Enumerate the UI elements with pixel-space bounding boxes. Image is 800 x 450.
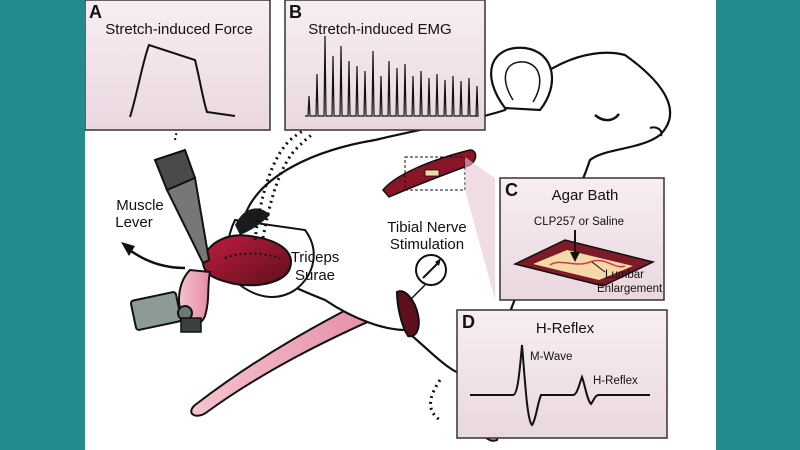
- panel-a-title: Stretch-induced Force: [105, 21, 253, 38]
- muscle-lever-label-1: Muscle: [116, 197, 164, 214]
- stim-lead: [429, 379, 442, 422]
- panel-d-mwave-label: M-Wave: [530, 351, 572, 363]
- panel-c-region-label-1: Lumbar: [605, 269, 644, 281]
- panel-d: D H-Reflex M-Wave H-Reflex: [456, 309, 668, 439]
- emg-burst-path: [305, 35, 479, 117]
- panel-c: C Agar Bath CLP257 or Saline Lumbar Enla…: [499, 177, 665, 301]
- triceps-surae-label-2: Surae: [295, 267, 335, 284]
- spinal-incision: [382, 149, 495, 300]
- stimulator-icon: [395, 254, 447, 338]
- muscle-lever-label-2: Lever: [115, 214, 153, 231]
- panel-d-title: H-Reflex: [536, 320, 595, 337]
- zoom-projection: [465, 157, 495, 300]
- panel-a: A Stretch-induced Force: [85, 0, 271, 131]
- force-trace: [129, 43, 236, 118]
- panel-b-letter: B: [289, 2, 302, 22]
- rat-tail: [190, 288, 392, 417]
- tibial-nerve-label-1: Tibial Nerve: [387, 219, 466, 236]
- left-teal-band: [0, 0, 85, 450]
- triceps-surae-label-1: Triceps: [291, 249, 340, 266]
- hind-limb: [129, 126, 314, 333]
- h-reflex-trace: [470, 344, 650, 427]
- panel-c-letter: C: [505, 180, 518, 200]
- agar-bath-icon: [512, 230, 656, 287]
- triceps-surae-muscle: [201, 234, 292, 287]
- panel-a-letter: A: [89, 2, 102, 22]
- muscle-lever-icon: [121, 102, 211, 270]
- panel-c-drug-label: CLP257 or Saline: [534, 216, 624, 228]
- experiment-diagram: A Stretch-induced Force B Stretch-induce…: [85, 0, 716, 450]
- rat-eye: [594, 113, 620, 122]
- nerve-incision: [395, 290, 420, 338]
- curved-arrow-icon: [126, 247, 186, 270]
- muscle-dotted-region: [224, 252, 281, 259]
- panel-d-hreflex-label: H-Reflex: [593, 375, 638, 387]
- panel-d-letter: D: [462, 312, 475, 332]
- emg-electrode-lead: [253, 126, 309, 241]
- emg-electrode-lead-2: [261, 132, 314, 239]
- dark-fur-patch: [235, 208, 270, 235]
- panel-b-title: Stretch-induced EMG: [308, 21, 451, 38]
- foot-clamp-icon: [129, 291, 202, 333]
- panel-c-title: Agar Bath: [552, 187, 619, 204]
- emg-trace: [305, 35, 479, 117]
- panel-b: B Stretch-induced EMG: [284, 0, 486, 131]
- rat-ear-inner: [504, 61, 541, 103]
- rat-nose: [649, 126, 663, 137]
- rat-ear: [490, 46, 554, 112]
- panel-c-region-label-2: Enlargement: [597, 283, 663, 295]
- right-teal-band: [716, 0, 800, 450]
- tibial-nerve-label-2: Stimulation: [390, 236, 464, 253]
- diagram-svg: A Stretch-induced Force B Stretch-induce…: [85, 0, 672, 442]
